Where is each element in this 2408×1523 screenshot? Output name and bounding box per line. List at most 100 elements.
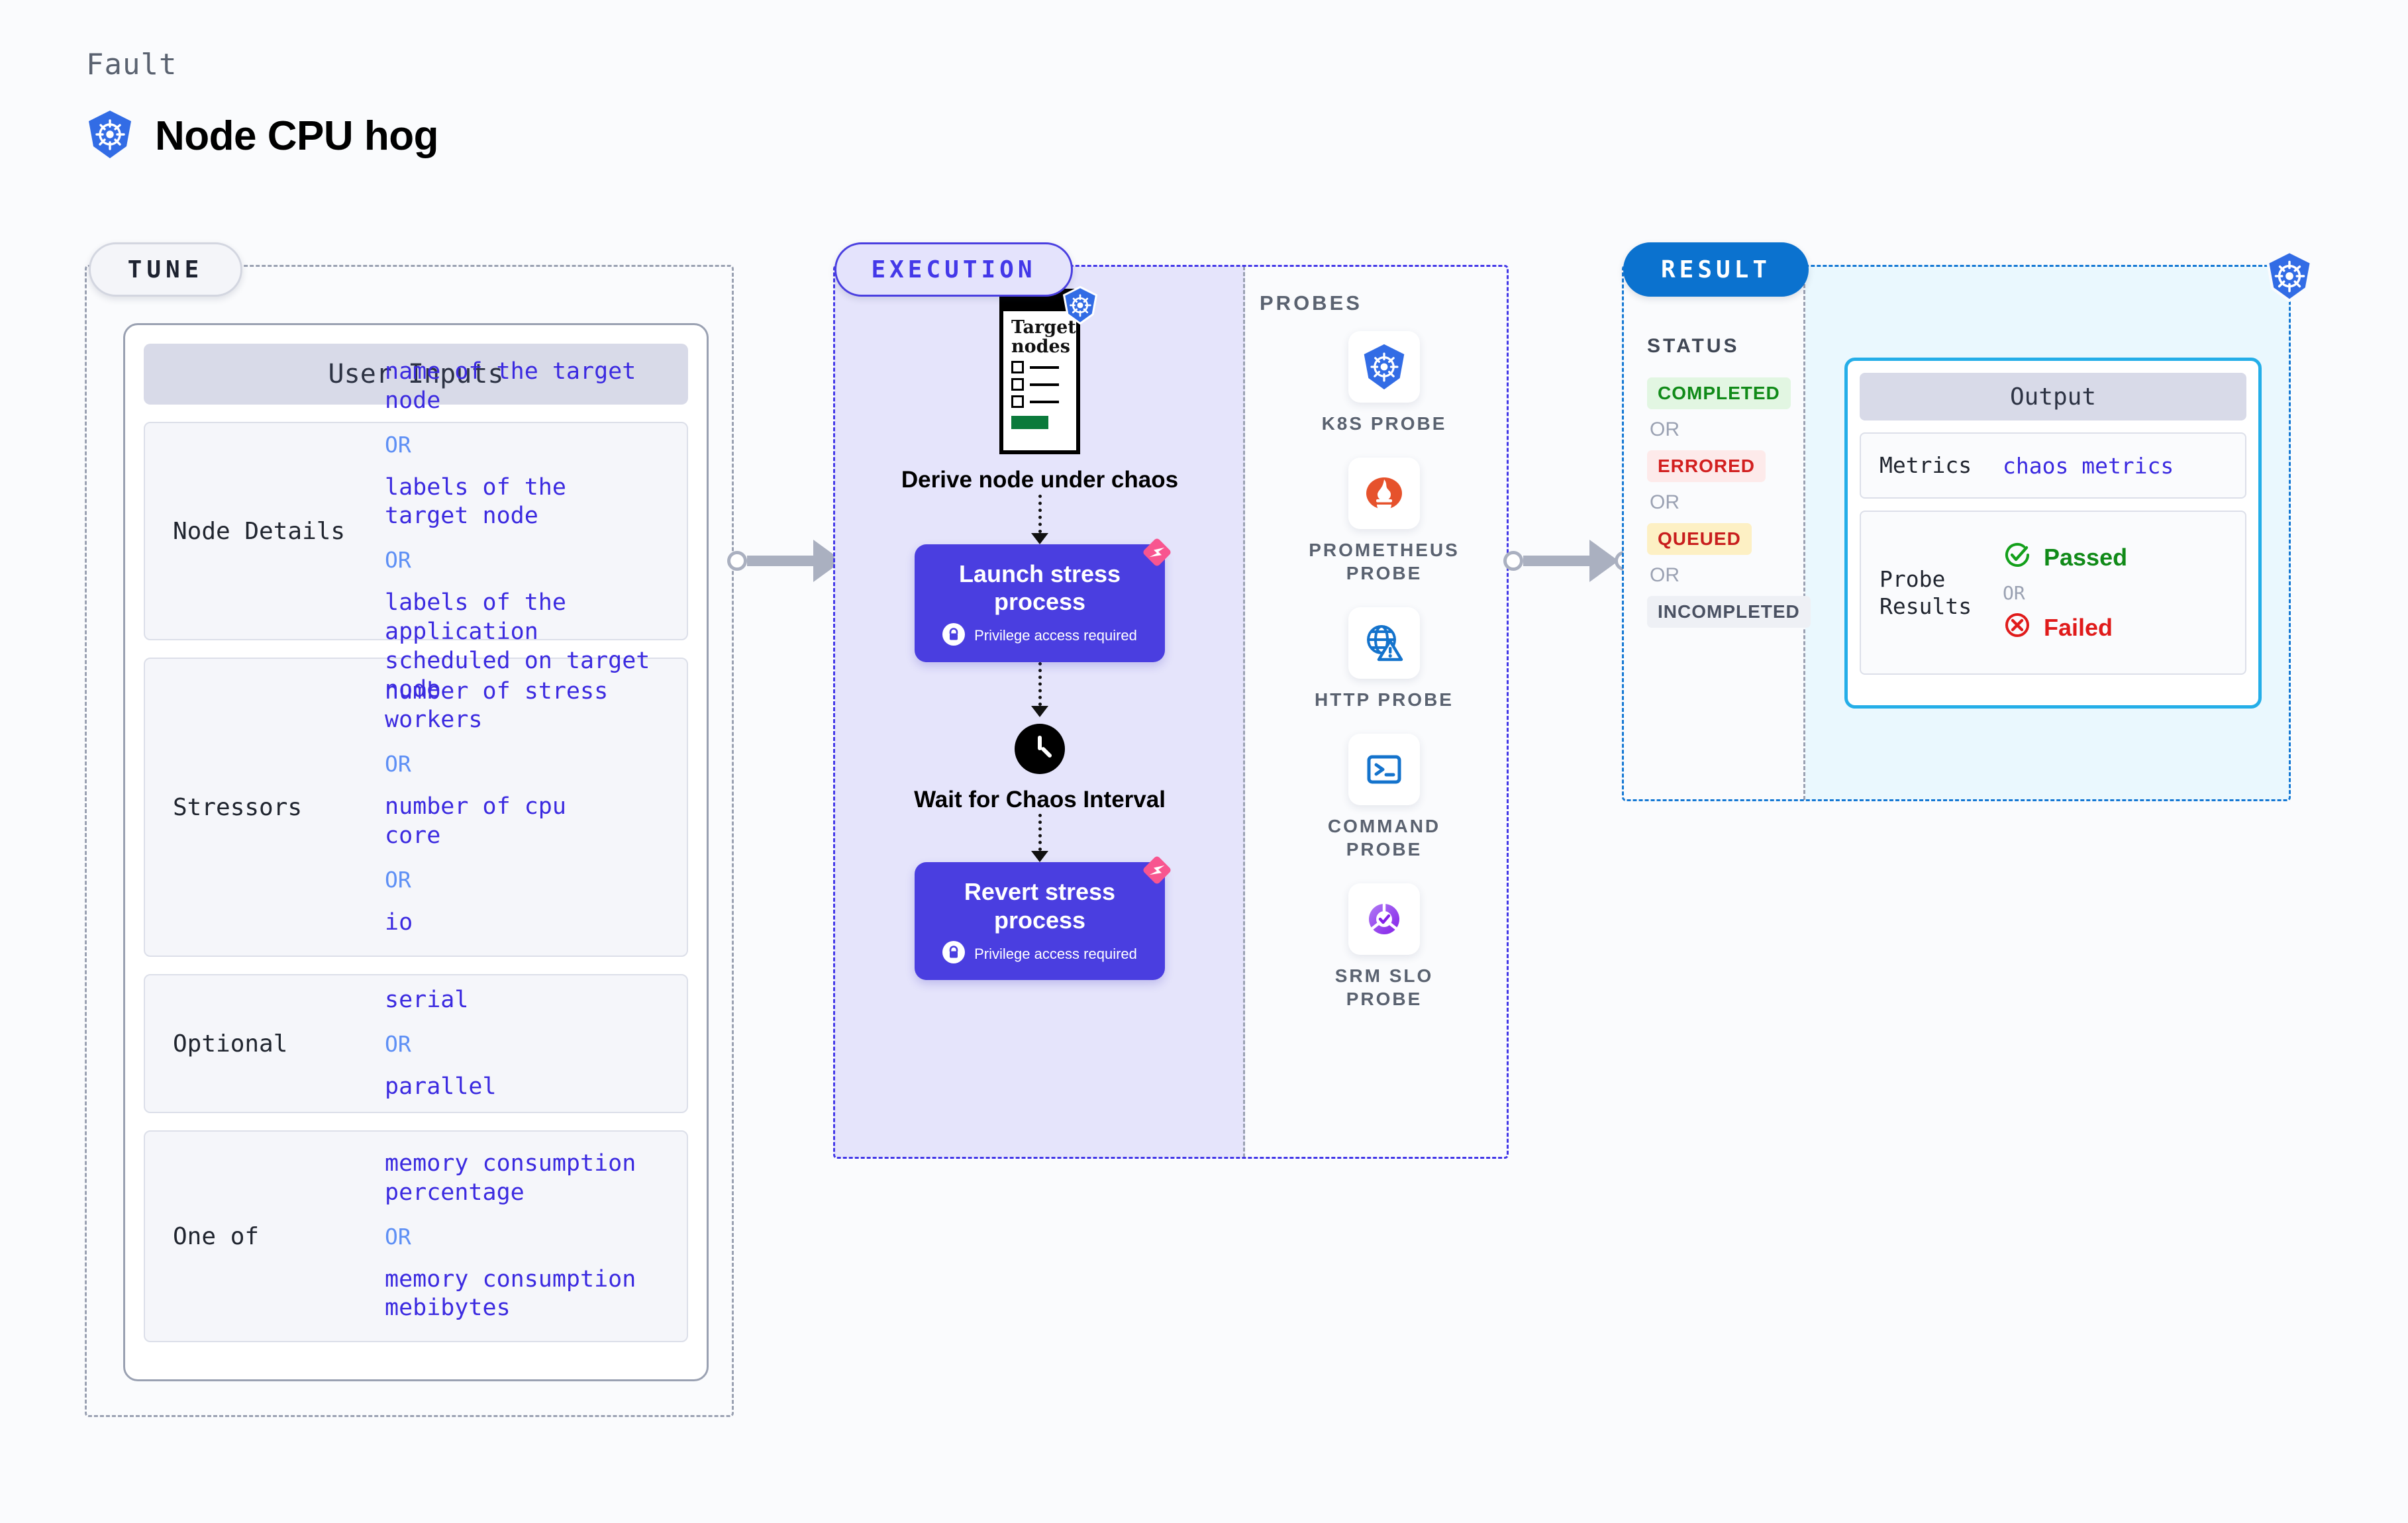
probe-label: PROMETHEUS PROBE <box>1309 540 1460 583</box>
kubernetes-icon <box>1348 331 1420 403</box>
output-row-label: Metrics <box>1880 452 1972 479</box>
probe-result-label: Passed <box>2044 544 2128 571</box>
or-separator: OR <box>385 431 411 458</box>
probe-label: COMMAND PROBE <box>1327 816 1441 860</box>
flow-step-revert-stress[interactable]: Revert stress process Privilege access r… <box>915 856 1171 981</box>
input-value: memory consumption percentage <box>385 1150 636 1206</box>
output-row-value: chaos metrics <box>2003 452 2174 479</box>
probe-label: HTTP PROBE <box>1315 689 1454 710</box>
or-separator: OR <box>1650 564 1680 586</box>
kubernetes-icon <box>1062 285 1099 328</box>
input-group-one-of: One of memory consumption percentage OR … <box>144 1130 688 1342</box>
probes-label: PROBES <box>1260 291 1362 315</box>
probe-result-passed: Passed <box>2003 540 2127 575</box>
input-value: memory consumption mebibytes <box>385 1265 636 1322</box>
target-nodes-document-icon: Target nodes <box>999 289 1080 454</box>
lock-icon <box>942 941 966 967</box>
clock-icon <box>1015 723 1065 774</box>
connector-endpoint <box>727 551 747 571</box>
tune-card: User Inputs Node Details name of the tar… <box>123 323 709 1381</box>
tune-badge: TUNE <box>89 242 242 297</box>
input-value: name of the target node <box>385 358 636 414</box>
output-row-probe-results: Probe Results Passed OR Failed <box>1860 511 2246 675</box>
probe-label: SRM SLO PROBE <box>1334 965 1434 1009</box>
x-circle-icon <box>2003 611 2032 646</box>
status-badge: ERRORED <box>1647 450 1766 482</box>
status-label: STATUS <box>1647 335 1740 357</box>
chaos-corner-icon <box>1138 534 1176 574</box>
step-caption: Derive node under chaos <box>901 467 1179 493</box>
input-value: labels of the target node <box>385 473 566 530</box>
globe-warning-icon <box>1348 607 1420 679</box>
input-value: labels of the application scheduled on t… <box>385 589 650 703</box>
input-group-values: serial OR parallel <box>385 986 497 1102</box>
prometheus-icon <box>1348 458 1420 529</box>
output-card: Output Metrics chaos metrics Probe Resul… <box>1844 358 2262 709</box>
flow-step-launch-stress[interactable]: Launch stress process Privilege access r… <box>915 538 1171 662</box>
privilege-note: Privilege access required <box>974 627 1137 644</box>
probe-result-failed: Failed <box>2003 611 2127 646</box>
slo-gauge-icon <box>1348 883 1420 955</box>
probe-item-http[interactable]: HTTP PROBE <box>1298 607 1470 711</box>
privilege-note: Privilege access required <box>974 945 1137 962</box>
execution-flow: Target nodes Derive node under chaos Lau… <box>834 285 1245 981</box>
probes-list: K8S PROBE PROMETHEUS PROBE HTTP PROBE CO… <box>1260 331 1509 1010</box>
probe-item-prometheus[interactable]: PROMETHEUS PROBE <box>1298 458 1470 585</box>
output-header: Output <box>1860 373 2246 420</box>
chaos-corner-icon <box>1138 852 1176 892</box>
step-caption: Wait for Chaos Interval <box>914 786 1166 812</box>
input-group-node-details: Node Details name of the target node OR … <box>144 358 688 703</box>
connector-line <box>1523 556 1589 566</box>
flow-step-derive-node: Target nodes <box>999 285 1098 454</box>
input-group-optional: Optional serial OR parallel <box>144 974 688 1113</box>
input-group-values: number of stress workers OR number of cp… <box>385 677 608 938</box>
or-separator: OR <box>385 547 411 573</box>
status-list: COMPLETED OR ERRORED OR QUEUED OR INCOMP… <box>1647 377 1811 628</box>
status-badge: INCOMPLETED <box>1647 596 1811 628</box>
input-value: number of stress workers <box>385 677 609 734</box>
or-separator: OR <box>385 866 411 893</box>
connector-line <box>747 556 813 566</box>
kubernetes-icon <box>86 109 134 163</box>
input-value: serial <box>385 986 469 1013</box>
input-group-label: One of <box>173 1222 260 1250</box>
terminal-icon <box>1348 734 1420 805</box>
or-separator: OR <box>385 751 411 777</box>
or-separator: OR <box>385 1030 411 1057</box>
input-group-values: memory consumption percentage OR memory … <box>385 1150 636 1323</box>
kubernetes-icon <box>2265 250 2314 305</box>
input-value: io <box>385 909 413 936</box>
user-inputs-header: User Inputs <box>144 344 688 405</box>
output-row-metrics: Metrics chaos metrics <box>1860 432 2246 499</box>
output-row-label: Probe Results <box>1880 565 1972 619</box>
input-group-values: name of the target node OR labels of the… <box>385 358 672 705</box>
status-badge: COMPLETED <box>1647 377 1791 409</box>
probe-item-command[interactable]: COMMAND PROBE <box>1298 734 1470 861</box>
status-badge: QUEUED <box>1647 523 1752 555</box>
probe-label: K8S PROBE <box>1321 413 1447 434</box>
step-title: Launch stress process <box>958 560 1121 616</box>
input-group-label: Node Details <box>173 517 346 545</box>
arrow-head-icon <box>1589 540 1619 582</box>
connector-execution-to-result <box>1503 540 1634 582</box>
step-title: Revert stress process <box>964 878 1116 934</box>
connector-endpoint <box>1503 551 1523 571</box>
document-title: Target nodes <box>1011 317 1076 358</box>
or-separator: OR <box>385 1223 411 1250</box>
or-separator: OR <box>1650 418 1680 440</box>
lock-icon <box>942 622 966 649</box>
probe-results-values: Passed OR Failed <box>2003 540 2127 646</box>
probe-item-srm-slo[interactable]: SRM SLO PROBE <box>1298 883 1470 1010</box>
input-group-label: Optional <box>173 1030 288 1057</box>
probe-result-label: Failed <box>2044 614 2113 641</box>
tune-panel-outline <box>85 265 734 1417</box>
or-separator: OR <box>2003 581 2025 604</box>
or-separator: OR <box>1650 491 1680 513</box>
probe-item-k8s[interactable]: K8S PROBE <box>1298 331 1470 435</box>
input-value: number of cpu core <box>385 793 566 849</box>
result-panel-outline <box>1622 265 2291 801</box>
check-circle-icon <box>2003 540 2032 575</box>
result-badge: RESULT <box>1623 242 1809 297</box>
fault-kicker: Fault <box>86 48 177 81</box>
input-value: parallel <box>385 1073 497 1100</box>
